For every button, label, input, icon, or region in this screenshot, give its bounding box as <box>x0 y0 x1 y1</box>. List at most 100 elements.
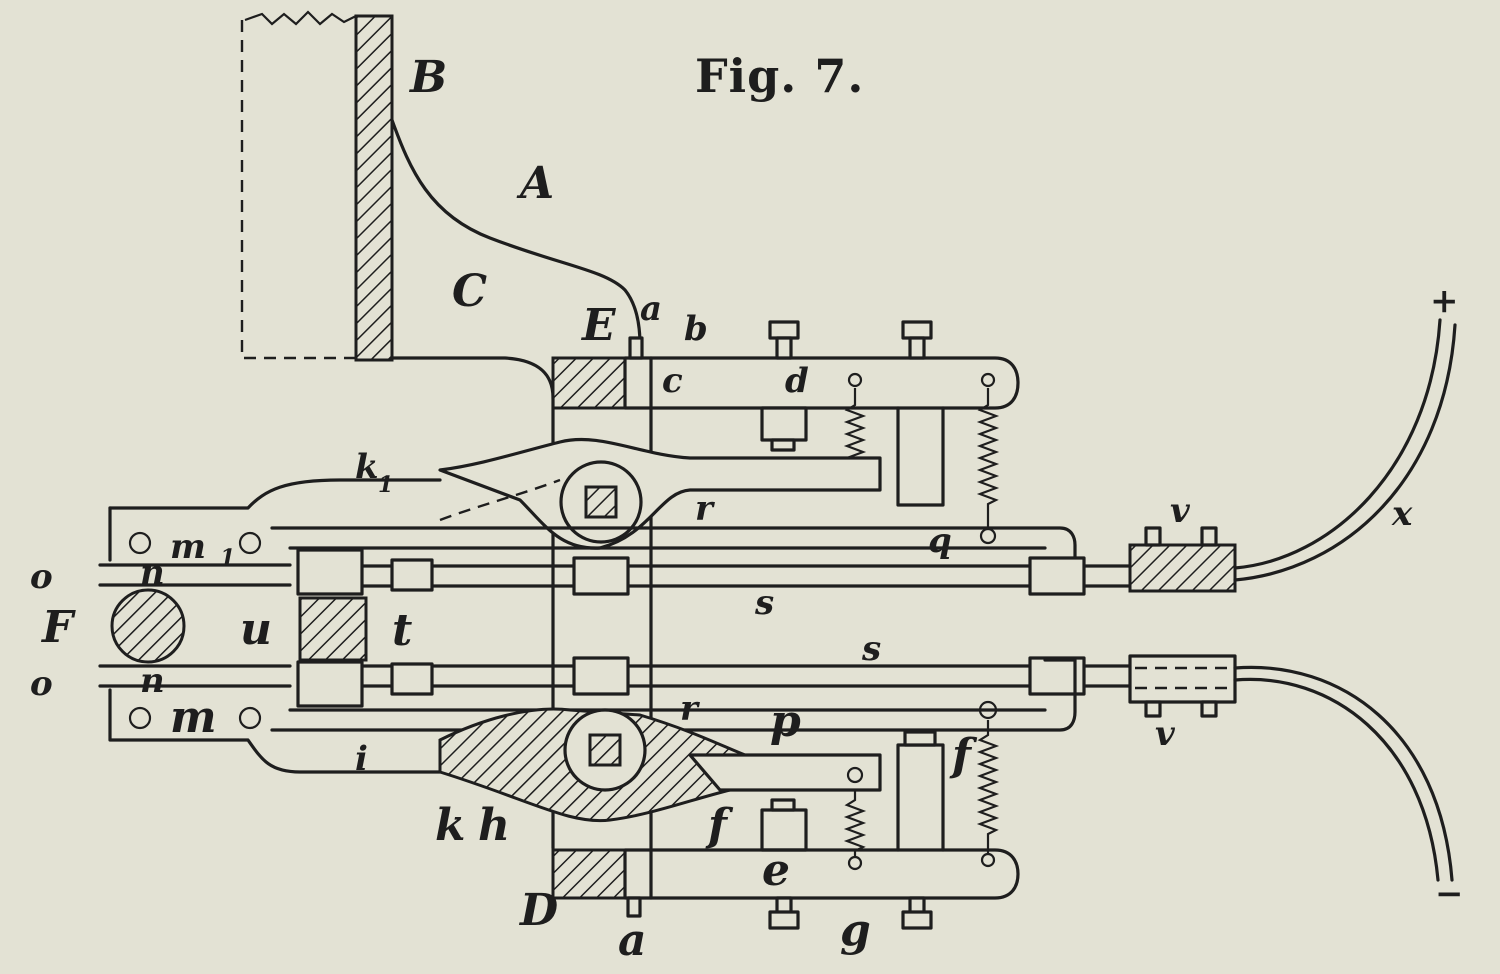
label-b-top: b <box>684 309 708 349</box>
block-e-side <box>623 356 653 410</box>
small-screw-a <box>628 336 644 360</box>
spring-eye-3 <box>846 766 864 784</box>
lever-upper <box>438 437 882 550</box>
column-lower-cap <box>903 730 937 747</box>
label-a-bot: a <box>618 915 647 966</box>
label-g: g <box>840 905 871 956</box>
bracket-outline <box>390 118 642 347</box>
bot-screw-head-2 <box>901 910 933 930</box>
label-s-top: s <box>754 583 774 623</box>
label-d: d <box>785 361 809 401</box>
contact-e <box>760 808 808 852</box>
label-h: h <box>478 800 510 851</box>
label-x: x <box>1391 494 1413 534</box>
top-screw-head-2 <box>901 320 933 340</box>
spring-eye-4 <box>978 700 998 720</box>
terminal-v-bot-screw-1 <box>1144 700 1162 718</box>
screw-m1-a <box>128 531 152 555</box>
sleeve-top-2 <box>1028 556 1086 596</box>
label-c-big: C <box>452 266 487 317</box>
block-d <box>551 848 627 900</box>
sleeve-bot-3 <box>390 662 434 696</box>
rod-o-bot <box>98 664 292 688</box>
screw-m-b <box>238 706 262 730</box>
spring-lower-1 <box>843 790 867 858</box>
pivot-lower-core <box>588 733 622 767</box>
label-k1-sub: 1 <box>378 472 393 498</box>
wire-minus-b <box>1233 677 1440 882</box>
label-r-top: r <box>695 489 715 529</box>
terminal-v-top-screw-1 <box>1144 526 1162 547</box>
bar-upper <box>270 526 1077 592</box>
spring-eye-2 <box>980 372 996 388</box>
label-d-big: D <box>518 885 558 936</box>
terminal-v-top-screw-2 <box>1200 526 1218 547</box>
label-b: B <box>408 52 447 103</box>
block-e <box>551 356 627 410</box>
column-lower <box>896 743 945 852</box>
top-screw-body-2 <box>908 336 926 360</box>
spring-upper-1 <box>843 388 867 470</box>
label-q: q <box>928 521 952 561</box>
screw-m1-b <box>238 531 262 555</box>
column-upper <box>896 406 945 507</box>
label-m1: m <box>170 527 206 567</box>
label-c-top: c <box>662 361 683 401</box>
pivot-upper-core <box>584 485 618 519</box>
housing-left-lower <box>108 688 442 774</box>
lever-lower <box>688 753 882 792</box>
label-v-top: v <box>1170 491 1191 531</box>
rod-o-top <box>98 563 292 587</box>
label-t: t <box>392 605 412 656</box>
label-v-bot: v <box>1155 714 1176 754</box>
label-n-top: n <box>140 553 165 593</box>
label-e: e <box>762 845 790 896</box>
block-d-side <box>623 848 653 900</box>
label-s-mid: s <box>861 629 881 669</box>
label-f-right: f <box>949 730 978 781</box>
terminal-v-bot <box>1128 654 1237 704</box>
bar-lower <box>270 658 1077 732</box>
spring-upper-2 <box>976 388 1000 530</box>
sleeve-bot-1 <box>572 656 630 696</box>
wire-plus-b <box>1233 323 1457 582</box>
label-p: p <box>770 696 801 747</box>
bracket-foot <box>390 356 555 400</box>
label-k1: k <box>355 447 379 487</box>
figure-title: Fig. 7. <box>695 49 864 103</box>
rod-s-bot <box>358 664 1140 688</box>
screw-m-a <box>128 706 152 730</box>
arm-k1 <box>108 478 442 510</box>
wire-minus <box>1233 665 1454 882</box>
label-plus: + <box>1430 281 1459 321</box>
label-f-bot: f <box>705 800 734 851</box>
terminal-v-bot-screw-2 <box>1200 700 1218 718</box>
label-i: i <box>355 739 368 779</box>
label-u: u <box>240 604 272 655</box>
label-e-big: E <box>580 300 617 351</box>
top-screw-body-1 <box>775 336 793 360</box>
label-m1-sub: 1 <box>220 545 235 571</box>
spring-lower-2 <box>976 720 1000 855</box>
roller-f <box>110 588 186 664</box>
contact-d-tip <box>770 438 796 452</box>
clip-bot <box>296 660 364 708</box>
top-screw-head-1 <box>768 320 800 340</box>
torn-edge <box>244 10 357 26</box>
wall-b <box>354 14 394 362</box>
label-a-top: a <box>640 289 662 329</box>
bot-screw-head-1 <box>768 910 800 930</box>
label-f-big: F <box>40 602 76 653</box>
small-screw-a-bot <box>626 896 642 918</box>
sleeve-top-3 <box>390 558 434 592</box>
contact-e-tip <box>770 798 796 812</box>
wire-plus <box>1233 318 1442 570</box>
label-minus: − <box>1435 874 1464 914</box>
clip-top <box>296 548 364 596</box>
lower-arm <box>649 848 1020 900</box>
contact-d <box>760 406 808 442</box>
label-n-bot: n <box>140 661 165 701</box>
spring-eye-4b <box>980 852 996 868</box>
label-k-bot: k <box>435 800 466 851</box>
